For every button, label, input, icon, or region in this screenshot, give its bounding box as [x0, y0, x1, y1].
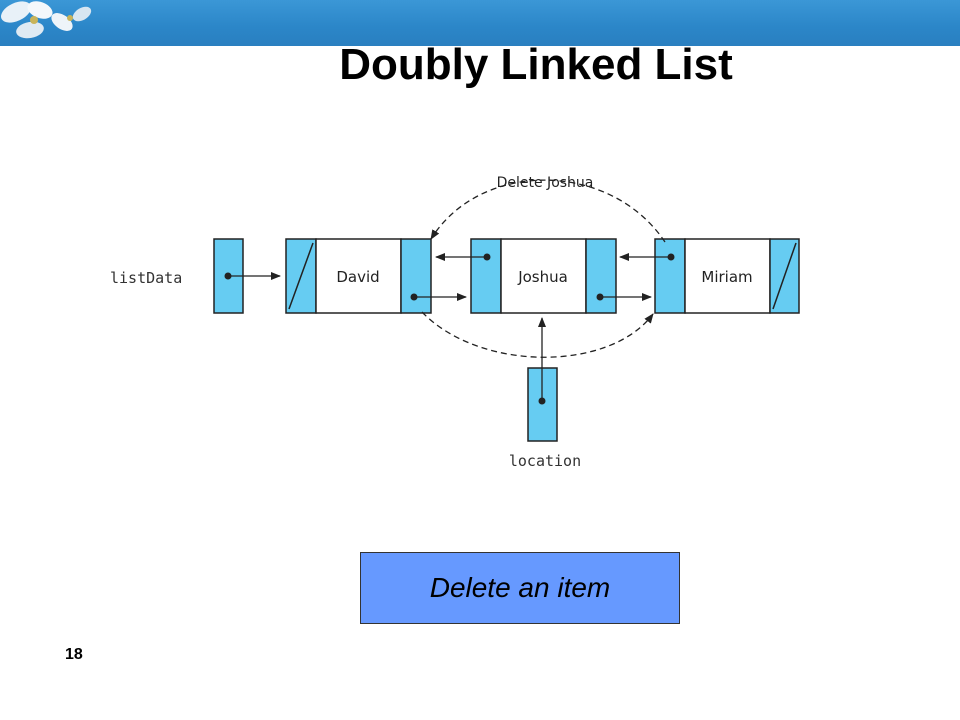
node-miriam-info-cell — [684, 238, 771, 314]
list-pointer-label: listData — [110, 269, 182, 287]
null-slash-icon — [772, 242, 797, 310]
header-bar — [0, 0, 960, 46]
bypass-arc-next — [421, 311, 654, 358]
caption-text: Delete an item — [429, 572, 611, 603]
node-david-next-cell — [400, 238, 432, 314]
node-joshua-back-cell — [470, 238, 502, 314]
slide-title: Doubly Linked List — [339, 40, 733, 89]
node-miriam-label: Miriam — [701, 268, 752, 286]
node-joshua: Joshua — [470, 238, 617, 314]
node-david-back-cell — [285, 238, 317, 314]
node-joshua-info-cell — [500, 238, 587, 314]
node-miriam-back-cell — [654, 238, 686, 314]
page-number: 18 — [65, 646, 83, 663]
caption-box: Delete an item — [360, 552, 680, 624]
node-miriam: Miriam — [654, 238, 800, 314]
null-slash-icon — [288, 242, 314, 310]
node-joshua-label: Joshua — [517, 268, 568, 286]
node-david: David — [285, 238, 432, 314]
node-david-info-cell — [315, 238, 402, 314]
flower-logo — [1, 1, 92, 39]
node-david-label: David — [336, 268, 379, 286]
delete-annotation: Delete Joshua — [497, 175, 594, 191]
location-pointer-label: location — [509, 452, 581, 470]
node-joshua-next-cell — [585, 238, 617, 314]
